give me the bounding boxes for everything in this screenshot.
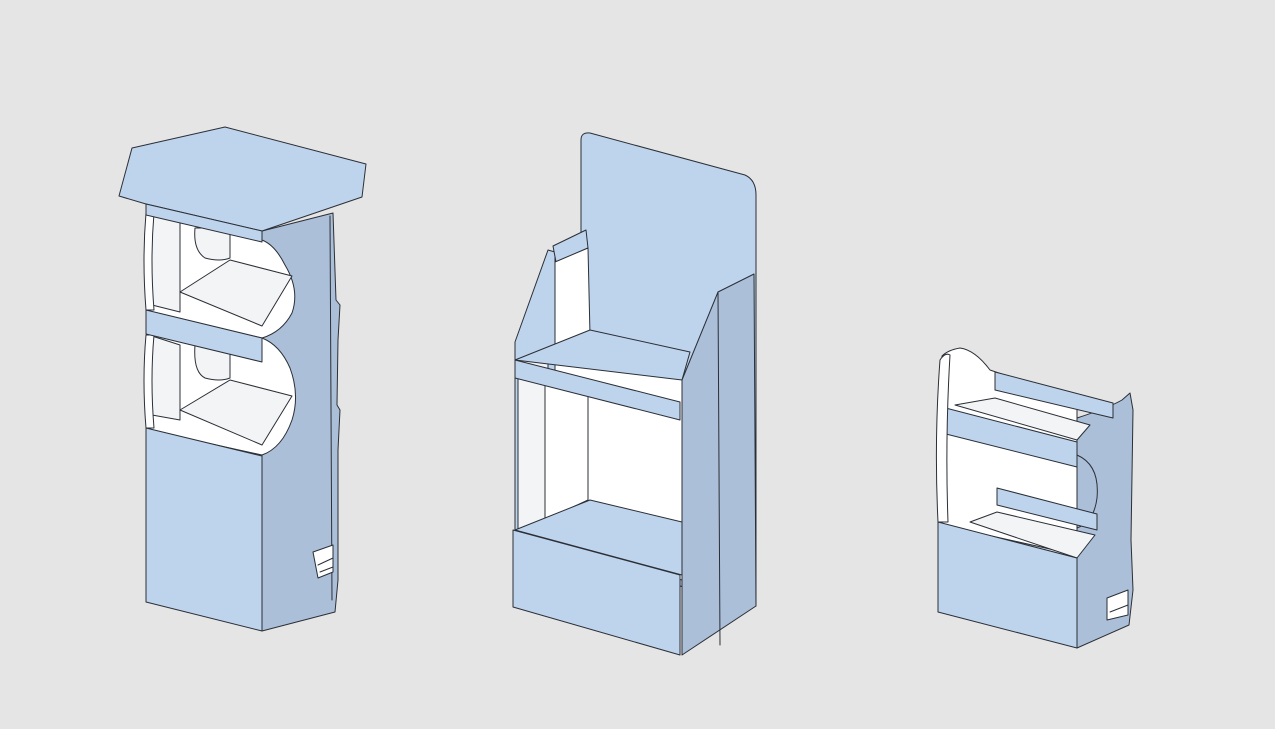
foot-slot-detail [317, 557, 334, 573]
counter-display [935, 347, 1134, 649]
upper-back-cutout [194, 227, 231, 261]
lower-shelf-back-lip [996, 487, 1098, 531]
foot-slot [312, 544, 334, 579]
header-underside [145, 203, 263, 243]
top-shelf-back-lip [994, 371, 1114, 419]
header-card-display [512, 132, 757, 656]
lower-back-cutout [194, 344, 231, 381]
lower-shelf-floor [179, 379, 293, 446]
foot-slot [1106, 589, 1129, 621]
hexagonal-topper-display [118, 126, 367, 632]
hexagonal-header [118, 126, 367, 232]
shelf-lip [145, 309, 263, 363]
base-front [145, 427, 263, 632]
upper-shelf-floor [179, 259, 293, 327]
upper-bay-side-wall [151, 212, 181, 313]
side-panel [1076, 392, 1134, 649]
upper-shelf [514, 329, 691, 381]
side-fold-line [717, 291, 721, 646]
left-wavy-edge [143, 212, 155, 311]
lower-bay-side-wall [151, 335, 181, 421]
upper-shelf-lip [514, 359, 681, 421]
base-front [937, 521, 1078, 649]
lower-shelf-floor [969, 511, 1096, 559]
left-wavy-edge-lower [143, 334, 155, 429]
top-shelf-floor [954, 397, 1091, 441]
foot-slot-detail [1109, 604, 1129, 613]
side-fold-line [329, 215, 333, 601]
left-wavy-edge [935, 353, 951, 523]
interior-side-light [544, 374, 589, 521]
base-front [512, 529, 681, 656]
